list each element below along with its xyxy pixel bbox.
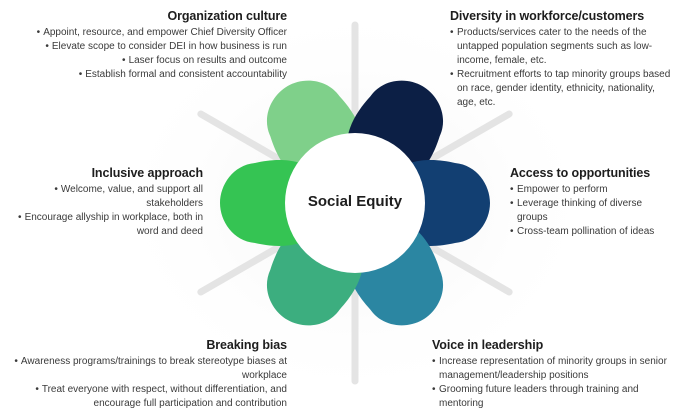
bullet-item: Products/services cater to the needs of … [450,26,672,68]
section-inclusive-approach: Inclusive approach Welcome, value, and s… [3,166,204,239]
section-title: Diversity in workforce/customers [450,9,645,23]
bullet-item: Increase representation of minority grou… [432,355,668,383]
bullet-item: Encourage allyship in workplace, both in… [3,211,203,239]
bullet-item: Establish formal and consistent accounta… [0,68,287,82]
section-voice-leadership: Voice in leadership Increase representat… [432,338,668,411]
bullet-item: Leverage thinking of diverse groups [510,197,672,225]
section-title: Inclusive approach [91,166,204,180]
bullet-item: Empower to perform [510,183,672,197]
section-access-opportunities: Access to opportunities Empower to perfo… [510,166,672,239]
bullet-item: Elevate scope to consider DEI in how bus… [0,40,287,54]
section-title: Breaking bias [206,338,287,352]
bullet-item: Appoint, resource, and empower Chief Div… [0,26,287,40]
bullet-item: Treat everyone with respect, without dif… [1,383,287,411]
section-title: Access to opportunities [510,166,651,180]
bullet-item: Cross-team pollination of ideas [510,225,672,239]
spoke-lines [197,21,513,385]
bullet-item: Laser focus on results and outcome [0,54,287,68]
bullet-item: Grooming future leaders through training… [432,383,668,411]
bullet-item: Recruitment efforts to tap minority grou… [450,68,672,110]
section-title: Voice in leadership [432,338,544,352]
section-organization-culture: Organization culture Appoint, resource, … [0,9,287,82]
bullet-item: Welcome, value, and support all stakehol… [3,183,203,211]
center-label: Social Equity [307,193,403,210]
bullet-item: Awareness programs/trainings to break st… [1,355,287,383]
section-title: Organization culture [167,9,287,23]
section-breaking-bias: Breaking bias Awareness programs/trainin… [1,338,287,411]
section-diversity-workforce: Diversity in workforce/customers Product… [450,9,672,110]
center-hub [285,133,425,273]
